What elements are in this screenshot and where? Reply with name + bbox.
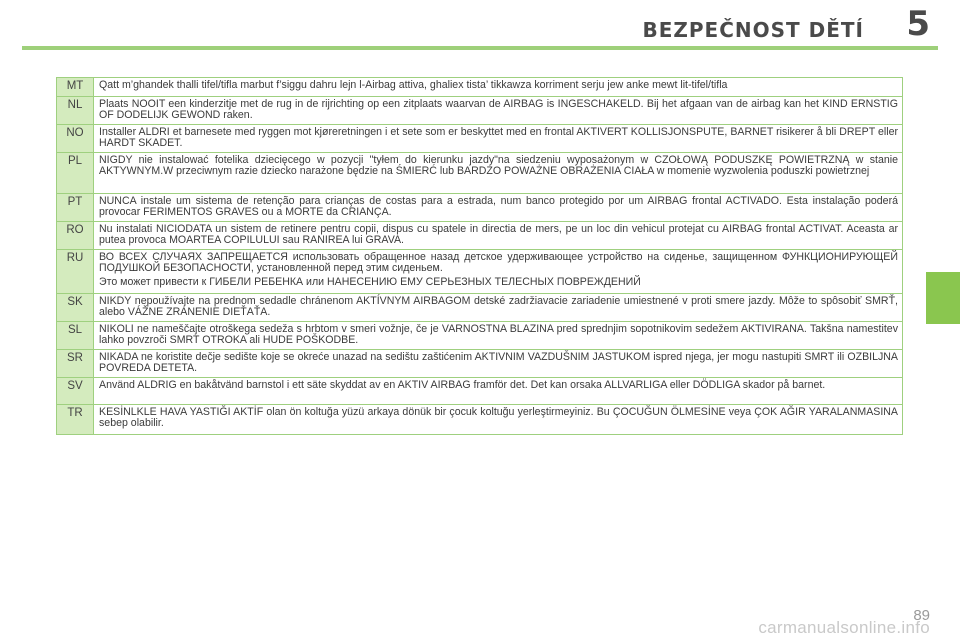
warning-text: Nu instalati NICIODATA un sistem de reti… [93,221,903,250]
table-row: NO Installer ALDRI et barnesete med rygg… [56,124,903,153]
table-row: SR NIKADA ne koristite dečje sedište koj… [56,349,903,378]
language-code: MT [56,77,94,97]
language-code: PL [56,152,94,194]
warning-text: NIKDY nepoužívajte na prednom sedadle ch… [93,293,903,322]
table-row: SL NIKOLI ne nameščajte otroškega sedeža… [56,321,903,350]
warning-text: KESİNLKLE HAVA YASTIĞI AKTİF olan ön kol… [93,404,903,435]
language-code: NO [56,124,94,153]
warning-text: Plaats NOOIT een kinderzitje met de rug … [93,96,903,125]
warning-paragraph: Nu instalati NICIODATA un sistem de reti… [99,223,898,246]
warning-paragraph: NIKDY nepoužívajte na prednom sedadle ch… [99,295,898,318]
table-row: SV Använd ALDRIG en bakåtvänd barnstol i… [56,377,903,405]
header-divider [22,46,938,50]
language-code: SL [56,321,94,350]
warning-paragraph: Installer ALDRI et barnesete med ryggen … [99,126,898,149]
airbag-warning-table: MT Qatt m’ghandek thalli tifel/tifla mar… [56,77,903,435]
language-code: TR [56,404,94,435]
warning-text: NIGDY nie instalować fotelika dziecięceg… [93,152,903,194]
section-title: BEZPEČNOST DĚTÍ [642,18,864,42]
chapter-side-tab [926,272,960,324]
warning-paragraph: NIKADA ne koristite dečje sedište koje s… [99,351,898,374]
table-row: TR KESİNLKLE HAVA YASTIĞI AKTİF olan ön … [56,404,903,435]
warning-text: NUNCA instale um sistema de retenção par… [93,193,903,222]
warning-paragraph: Plaats NOOIT een kinderzitje met de rug … [99,98,898,121]
table-row: MT Qatt m’ghandek thalli tifel/tifla mar… [56,77,903,97]
language-code: NL [56,96,94,125]
table-row: NL Plaats NOOIT een kinderzitje met de r… [56,96,903,125]
warning-paragraph: Använd ALDRIG en bakåtvänd barnstol i et… [99,379,826,391]
warning-paragraph: NUNCA instale um sistema de retenção par… [99,195,898,218]
warning-paragraph: ВО ВСЕХ СЛУЧАЯХ ЗАПРЕЩАЕТСЯ использовать… [99,251,898,274]
table-row: SK NIKDY nepoužívajte na prednom sedadle… [56,293,903,322]
language-code: RU [56,249,94,294]
warning-paragraph: NIKOLI ne nameščajte otroškega sedeža s … [99,323,898,346]
table-row: RU ВО ВСЕХ СЛУЧАЯХ ЗАПРЕЩАЕТСЯ использов… [56,249,903,294]
chapter-number: 5 [906,4,930,44]
table-row: RO Nu instalati NICIODATA un sistem de r… [56,221,903,250]
warning-text: ВО ВСЕХ СЛУЧАЯХ ЗАПРЕЩАЕТСЯ использовать… [93,249,903,294]
warning-paragraph: Это может привести к ГИБЕЛИ РЕБЕНКА или … [99,276,641,288]
warning-text: Qatt m’ghandek thalli tifel/tifla marbut… [93,77,903,97]
table-row: PL NIGDY nie instalować fotelika dziecię… [56,152,903,194]
warning-paragraph: Qatt m’ghandek thalli tifel/tifla marbut… [99,79,728,91]
language-code: SR [56,349,94,378]
warning-text: Använd ALDRIG en bakåtvänd barnstol i et… [93,377,903,405]
page-number: 89 [913,607,930,624]
language-code: PT [56,193,94,222]
language-code: RO [56,221,94,250]
warning-text: NIKADA ne koristite dečje sedište koje s… [93,349,903,378]
source-watermark: carmanualsonline.info [758,618,930,637]
table-row: PT NUNCA instale um sistema de retenção … [56,193,903,222]
warning-text: Installer ALDRI et barnesete med ryggen … [93,124,903,153]
language-code: SK [56,293,94,322]
warning-text: NIKOLI ne nameščajte otroškega sedeža s … [93,321,903,350]
language-code: SV [56,377,94,405]
warning-paragraph: KESİNLKLE HAVA YASTIĞI AKTİF olan ön kol… [99,406,898,429]
warning-paragraph: NIGDY nie instalować fotelika dziecięceg… [99,154,898,177]
